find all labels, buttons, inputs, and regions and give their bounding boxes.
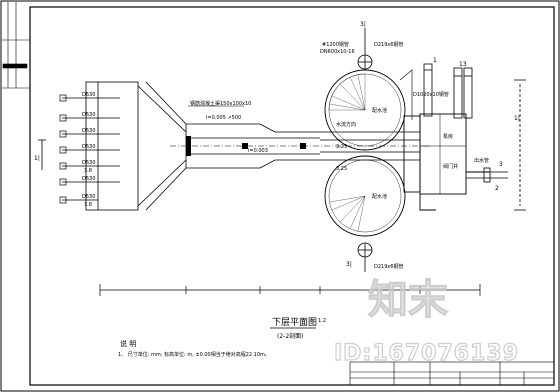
drawing-title: 下层平面图 1:2 (2-2剖面) bbox=[270, 317, 326, 340]
pipe-label-5: D530 bbox=[82, 160, 95, 166]
inlet-pipe-labels: D530 D530 D530 D530 D530 D530 D530 3.8 3… bbox=[82, 92, 95, 208]
pipe-note-top1: D219x6钢管 bbox=[374, 41, 404, 48]
flow-label: 水流方向 bbox=[336, 121, 356, 128]
upper-tank bbox=[324, 69, 406, 151]
pipe-note-top3: DN600x10-16 bbox=[320, 49, 355, 55]
section-mark-left: 1| bbox=[34, 155, 40, 162]
label-2: 2 bbox=[495, 185, 499, 192]
vertical-pipes bbox=[423, 63, 473, 119]
notes-line-1: 1、 尺寸单位: mm; 标高单位: m, ±0.00相当于绝对高程22.10m… bbox=[118, 351, 270, 358]
left-dim-1: 3.8 bbox=[84, 168, 92, 174]
slope-label: i=0.005 ↗500 bbox=[206, 115, 241, 121]
left-section-mark bbox=[38, 139, 46, 170]
notes-heading: 说 明 bbox=[120, 339, 136, 348]
pump-label: 泵房 bbox=[443, 133, 453, 140]
right-section-mark bbox=[514, 79, 526, 211]
inlet-chamber bbox=[85, 81, 187, 211]
notes-block: 说 明 1、 尺寸单位: mm; 标高单位: m, ±0.00相当于绝对高程22… bbox=[118, 339, 270, 358]
flume-label: 钢筋混凝土渠150x100x10 bbox=[190, 100, 251, 107]
section-mark-top: 3| bbox=[360, 21, 366, 28]
inlet-pipe-dividers bbox=[98, 97, 120, 183]
dimension-line bbox=[99, 284, 481, 296]
upper-tank-label: 配水池 bbox=[372, 107, 387, 114]
outlet-label: 出水管 bbox=[474, 157, 489, 164]
slope-label-2: i=0.003 bbox=[248, 148, 268, 154]
valve-label: 阀门井 bbox=[443, 163, 458, 170]
elev-label-2: 3.25 bbox=[336, 166, 347, 172]
label-1: 1 bbox=[433, 57, 437, 64]
main-channel bbox=[186, 123, 420, 169]
inlet-pipes bbox=[59, 94, 98, 204]
label-3: 3 bbox=[499, 161, 503, 168]
lower-tank-label: 配水池 bbox=[372, 193, 387, 200]
pipe-note-top-right: D1020x10钢管 bbox=[413, 91, 449, 98]
pipe-label-6: D530 bbox=[82, 176, 95, 182]
watermark-logo: 知末 bbox=[368, 277, 448, 323]
drawing-frame bbox=[29, 6, 555, 386]
pipe-note-top2: #1200钢管 bbox=[322, 41, 349, 48]
watermark-id: ID:167076139 bbox=[334, 341, 519, 366]
pipe-label-4: D530 bbox=[82, 144, 95, 150]
elev-label-1: 3.25 bbox=[336, 144, 347, 150]
scale-text: 1:2 bbox=[318, 318, 326, 324]
channel-annotations: 钢筋混凝土渠150x100x10 i=0.005 ↗500 3.25 3.25 … bbox=[188, 100, 356, 172]
channel-markers bbox=[186, 136, 306, 156]
pipe-label-1: D530 bbox=[82, 92, 95, 98]
pipe-label-3: D530 bbox=[82, 128, 95, 134]
title-text: 下层平面图 bbox=[272, 317, 317, 328]
left-dim-2: 3.8 bbox=[84, 202, 92, 208]
pipe-label-7: D530 bbox=[82, 194, 95, 200]
section-mark-right: 1| bbox=[514, 115, 520, 122]
right-labels: 1 2 13 3 泵房 阀门井 出水管 bbox=[433, 57, 503, 192]
pipe-note-bottom1: D219x6钢管 bbox=[374, 263, 404, 270]
pipe-notes: D219x6钢管 #1200钢管 DN600x10-16 D219x6钢管 D1… bbox=[320, 41, 449, 270]
subtitle-text: (2-2剖面) bbox=[277, 332, 303, 340]
title-block bbox=[349, 361, 555, 386]
left-binding-strip bbox=[2, 2, 30, 89]
watermark: 知末 ID:167076139 bbox=[333, 276, 519, 366]
top-valve-well bbox=[357, 28, 373, 70]
pipe-label-2: D530 bbox=[82, 112, 95, 118]
label-13: 13 bbox=[459, 61, 467, 68]
lower-tank bbox=[324, 155, 406, 237]
right-outlet bbox=[399, 69, 508, 183]
bottom-valve-well bbox=[357, 242, 373, 272]
section-mark-bottom: 3| bbox=[346, 261, 352, 268]
